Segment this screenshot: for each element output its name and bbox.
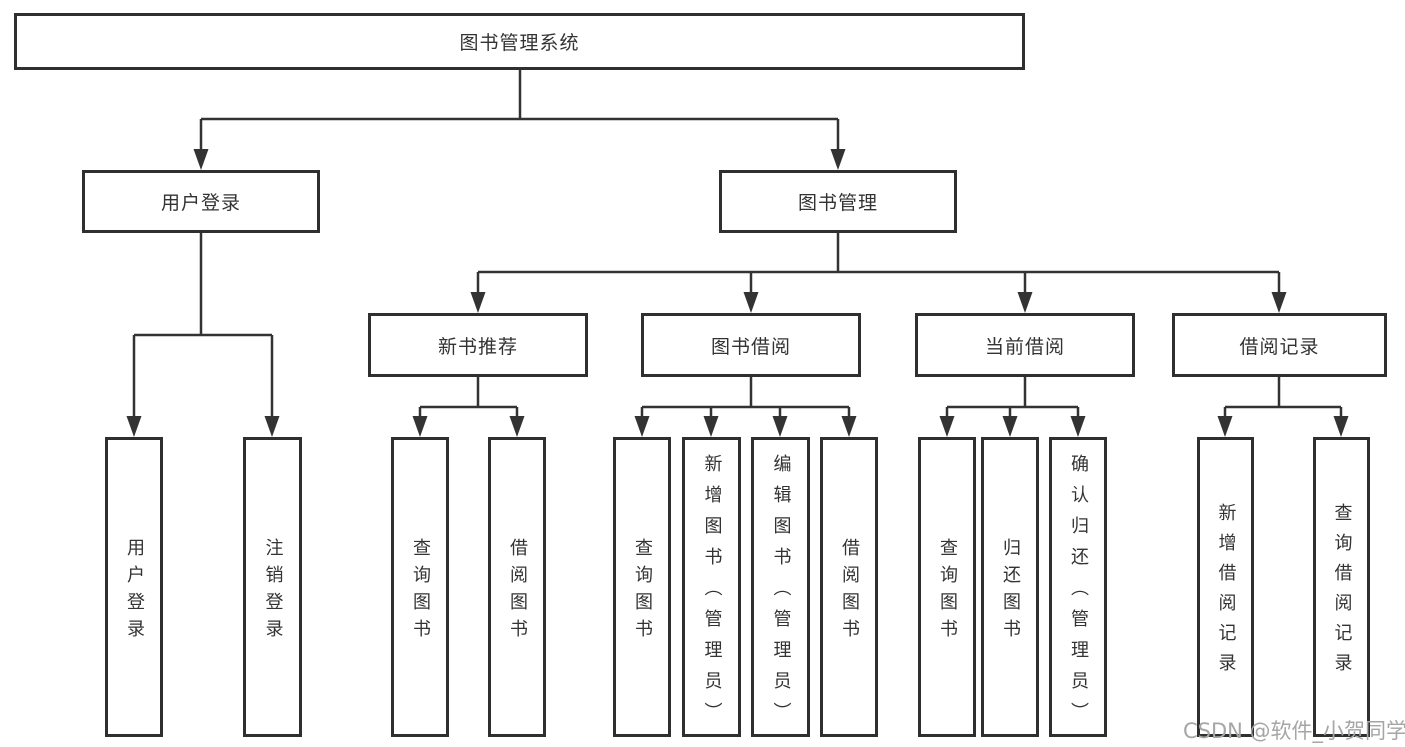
- leaf-return-book-label: 归还图书: [1000, 537, 1021, 646]
- node-user-login-label: 用户登录: [160, 192, 241, 214]
- connector-current-borrow: [945, 377, 1080, 419]
- leaf-add-book-admin-label: 新增图书（管理员）: [701, 454, 723, 733]
- leaf-query-borrow-record: 查询借阅记录: [1313, 437, 1370, 737]
- leaf-query-books-rec-label: 查询图书: [410, 537, 431, 646]
- leaf-query-books-current-label: 查询图书: [937, 537, 958, 646]
- node-book-mgmt-label: 图书管理: [797, 192, 878, 214]
- leaf-query-books-rec: 查询图书: [391, 437, 449, 737]
- leaf-borrow-books-label: 借阅图书: [839, 537, 860, 646]
- leaf-query-books-current: 查询图书: [918, 437, 976, 737]
- leaf-borrow-books-rec: 借阅图书: [488, 437, 546, 737]
- leaf-query-borrow-record-label: 查询借阅记录: [1331, 503, 1353, 683]
- leaf-query-books-borrow-label: 查询图书: [632, 537, 653, 646]
- leaf-add-borrow-record: 新增借阅记录: [1197, 437, 1254, 737]
- leaf-query-books-borrow: 查询图书: [613, 437, 671, 737]
- connector-new-book-rec: [418, 377, 519, 419]
- leaf-edit-book-admin-label: 编辑图书（管理员）: [770, 454, 792, 733]
- connector-borrow-records: [1223, 377, 1343, 419]
- leaf-logout-label: 注销登录: [262, 537, 284, 646]
- node-book-mgmt: 图书管理: [719, 170, 957, 233]
- leaf-confirm-return-admin-label: 确认归还（管理员）: [1068, 454, 1089, 733]
- node-book-borrow: 图书借阅: [641, 313, 861, 377]
- node-current-borrow-label: 当前借阅: [984, 335, 1065, 358]
- node-new-book-rec: 新书推荐: [368, 313, 588, 377]
- connector-root: [199, 70, 840, 150]
- leaf-logout: 注销登录: [243, 437, 302, 737]
- node-new-book-rec-label: 新书推荐: [437, 335, 518, 358]
- leaf-edit-book-admin: 编辑图书（管理员）: [751, 437, 810, 737]
- leaf-borrow-books: 借阅图书: [820, 437, 878, 737]
- csdn-watermark: CSDN @软件_小贺同学: [1183, 719, 1405, 743]
- leaf-borrow-books-rec-label: 借阅图书: [507, 537, 528, 646]
- node-borrow-records-label: 借阅记录: [1239, 335, 1320, 358]
- node-root-label: 图书管理系统: [459, 32, 580, 54]
- leaf-add-book-admin: 新增图书（管理员）: [682, 437, 741, 737]
- node-root: 图书管理系统: [14, 13, 1025, 70]
- leaf-user-login-label: 用户登录: [124, 537, 145, 646]
- leaf-return-book: 归还图书: [981, 437, 1039, 737]
- leaf-user-login: 用户登录: [105, 437, 163, 737]
- connector-book-borrow: [640, 377, 851, 419]
- connector-book-mgmt: [476, 233, 1281, 295]
- node-borrow-records: 借阅记录: [1172, 313, 1387, 377]
- connector-user-login: [132, 233, 274, 419]
- leaf-confirm-return-admin: 确认归还（管理员）: [1049, 437, 1107, 737]
- node-current-borrow: 当前借阅: [915, 313, 1135, 377]
- node-user-login: 用户登录: [82, 170, 320, 233]
- node-book-borrow-label: 图书借阅: [710, 335, 791, 358]
- arrowheads: [126, 149, 1349, 437]
- leaf-add-borrow-record-label: 新增借阅记录: [1215, 503, 1237, 683]
